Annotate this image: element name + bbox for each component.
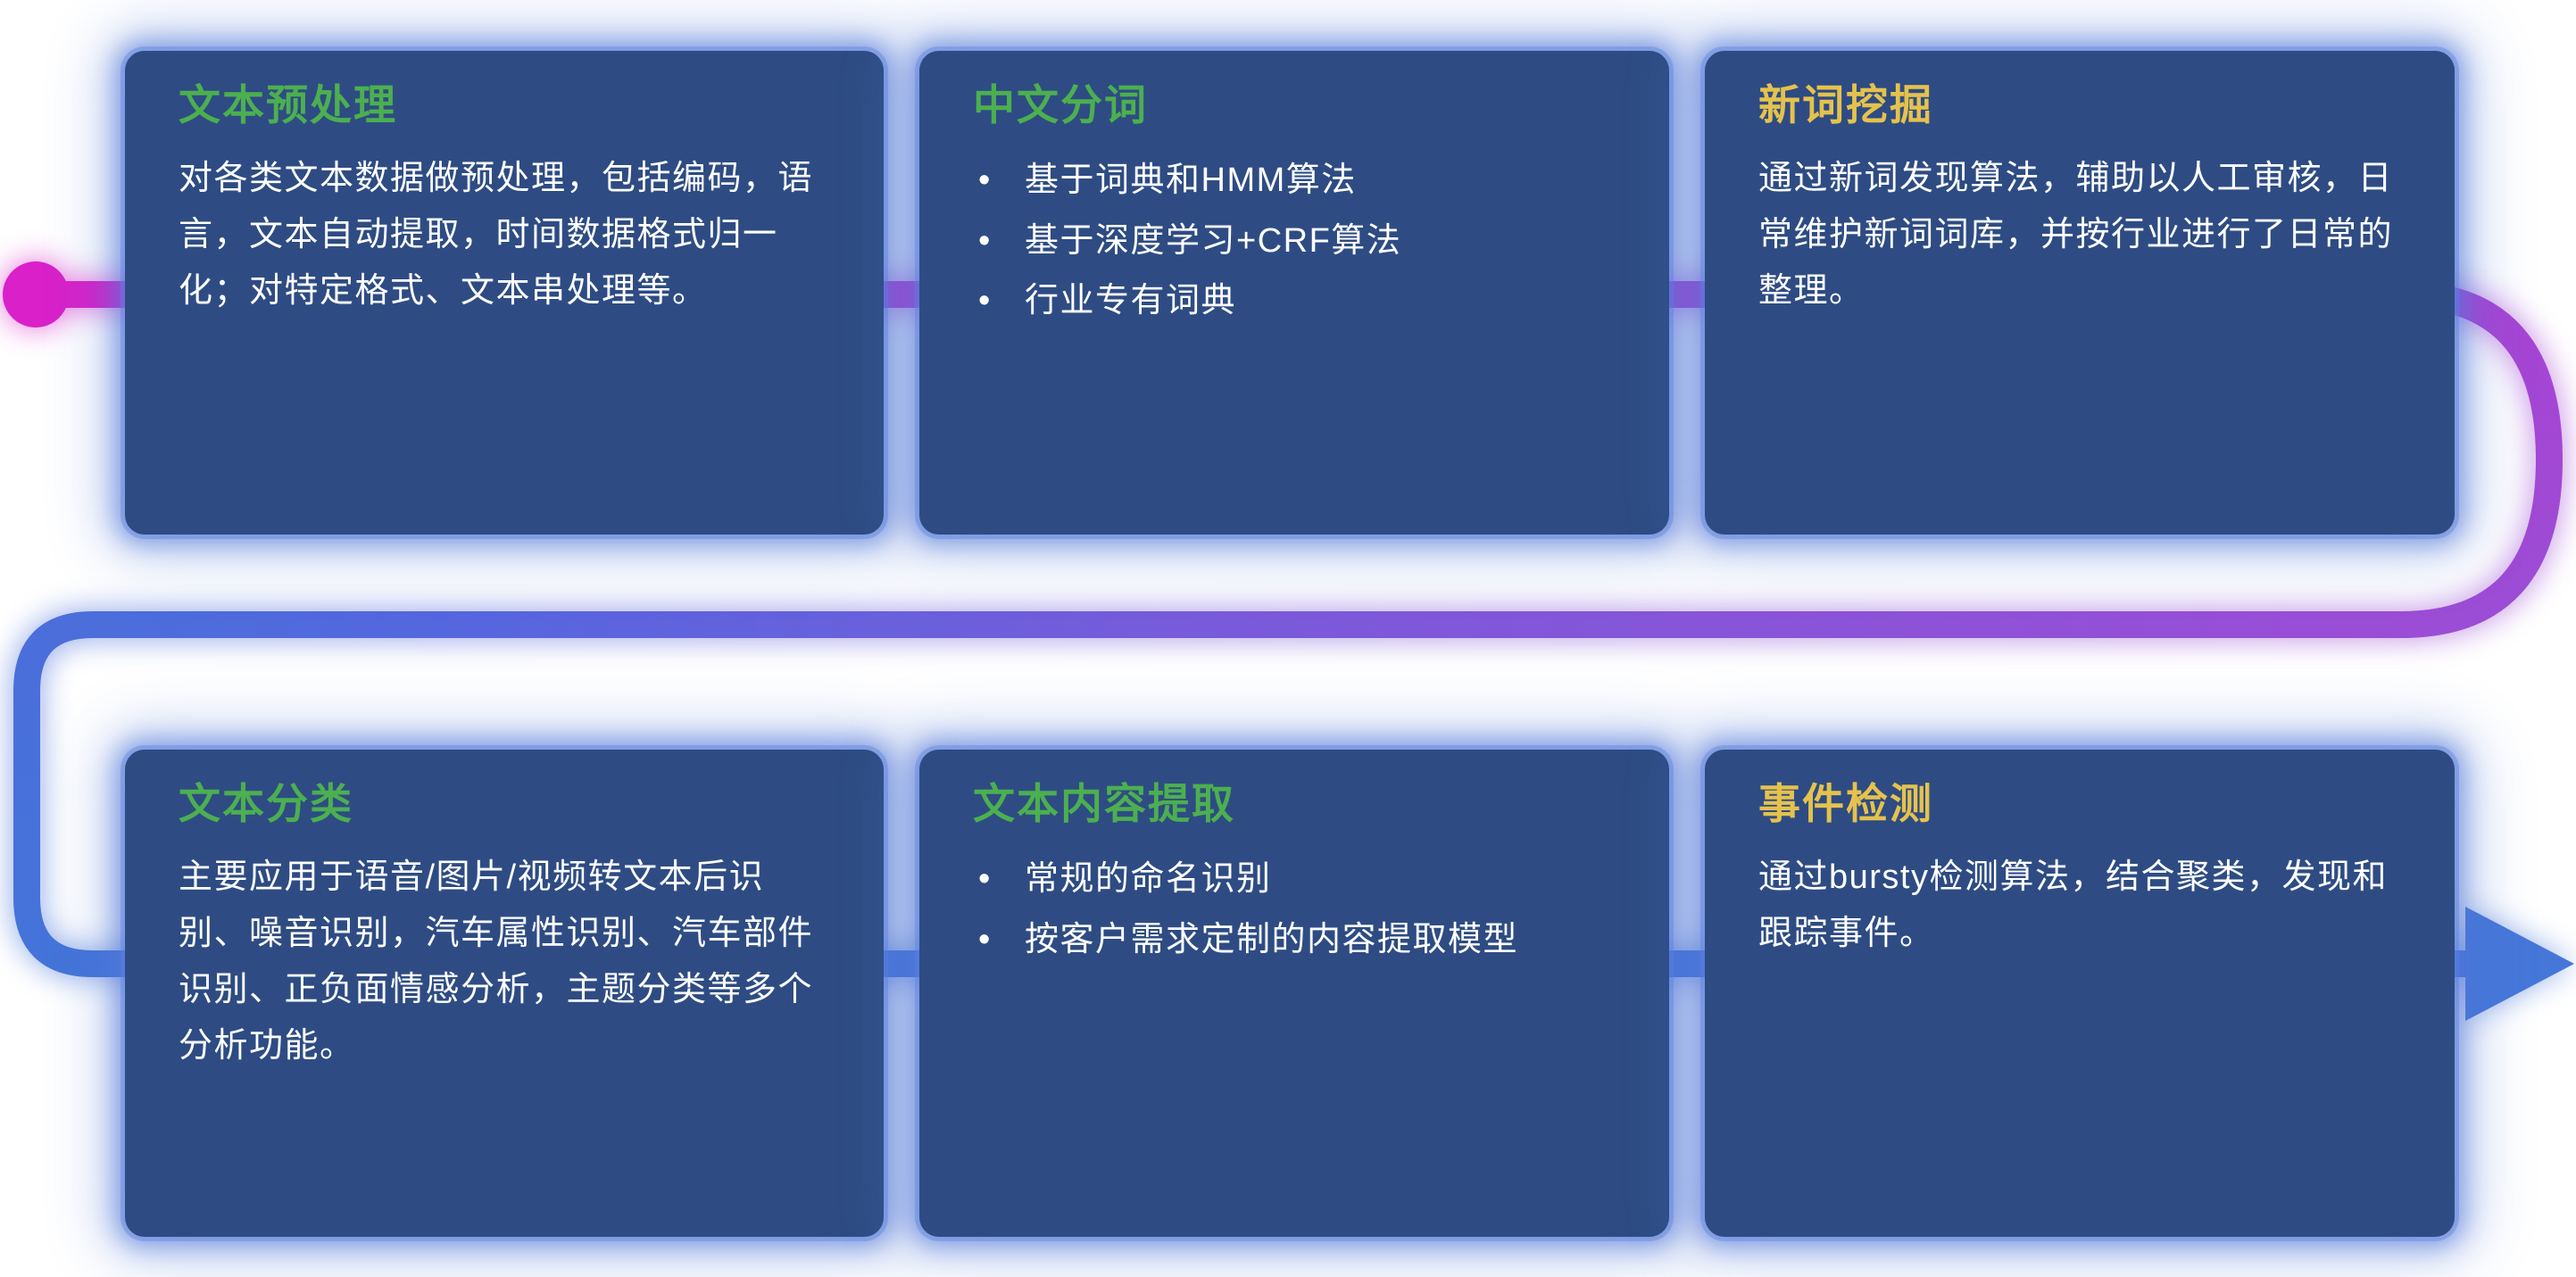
flow-curve-right xyxy=(2400,281,2564,638)
bullet-item: 基于深度学习+CRF算法 xyxy=(973,211,1616,272)
card-title: 中文分词 xyxy=(973,81,1148,129)
card-chinese-word-segmentation: 中文分词 基于词典和HMM算法 基于深度学习+CRF算法 行业专有词典 xyxy=(919,51,1669,535)
bullet-list: 基于词典和HMM算法 基于深度学习+CRF算法 行业专有词典 xyxy=(973,151,1616,332)
card-new-word-mining: 新词挖掘 通过新词发现算法，辅助以人工审核，日常维护新词词库，并按行业进行了日常… xyxy=(1705,51,2455,535)
flow-arrow-icon xyxy=(2465,907,2574,1021)
card-title: 文本内容提取 xyxy=(973,780,1235,827)
card-body: 通过新词发现算法，辅助以人工审核，日常维护新词词库，并按行业进行了日常的整理。 xyxy=(1758,160,2394,311)
card-title: 文本分类 xyxy=(179,780,353,827)
card-text-preprocessing: 文本预处理 对各类文本数据做预处理，包括编码，语言，文本自动提取，时间数据格式归… xyxy=(125,51,884,535)
flow-curve-left xyxy=(13,611,94,977)
card-text-classification: 文本分类 主要应用于语音/图片/视频转文本后识别、噪音识别，汽车属性识别、汽车部… xyxy=(125,750,884,1237)
bullet-list: 常规的命名识别 按客户需求定制的内容提取模型 xyxy=(973,850,1616,970)
card-body: 通过bursty检测算法，结合聚类，发现和跟踪事件。 xyxy=(1758,858,2388,953)
card-title: 事件检测 xyxy=(1758,780,1933,827)
bullet-item: 按客户需求定制的内容提取模型 xyxy=(973,910,1616,971)
card-event-detection: 事件检测 通过bursty检测算法，结合聚类，发现和跟踪事件。 xyxy=(1705,750,2455,1237)
bullet-item: 常规的命名识别 xyxy=(973,850,1616,910)
bullet-item: 基于词典和HMM算法 xyxy=(973,151,1616,211)
bullet-item: 行业专有词典 xyxy=(973,271,1616,332)
card-body: 对各类文本数据做预处理，包括编码，语言，文本自动提取，时间数据格式归一化；对特定… xyxy=(179,160,814,311)
card-title: 文本预处理 xyxy=(179,81,397,129)
card-title: 新词挖掘 xyxy=(1758,81,1933,129)
card-text-content-extraction: 文本内容提取 常规的命名识别 按客户需求定制的内容提取模型 xyxy=(919,750,1669,1237)
card-body: 主要应用于语音/图片/视频转文本后识别、噪音识别，汽车属性识别、汽车部件识别、正… xyxy=(179,858,814,1066)
